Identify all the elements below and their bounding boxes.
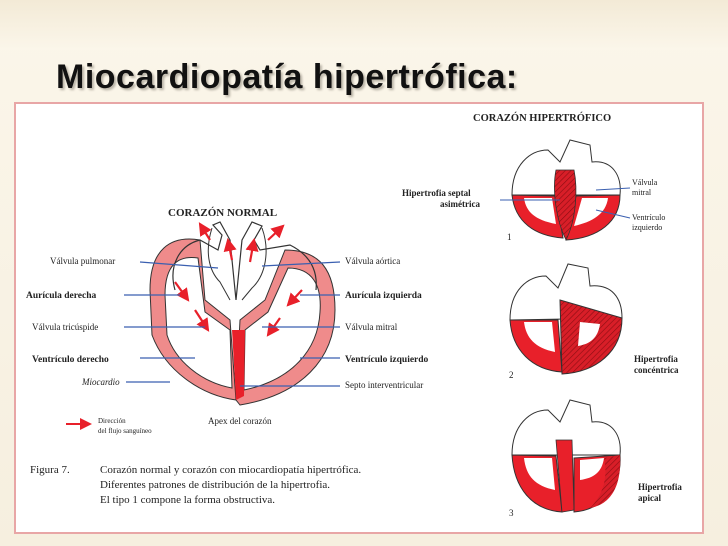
- panel3-rv-cavity: [524, 458, 555, 490]
- label-valvula-pulmonar: Válvula pulmonar: [50, 256, 115, 266]
- label-apex: Apex del corazón: [208, 416, 272, 426]
- label-ventriculo-derecho: Ventrículo derecho: [32, 355, 109, 365]
- label-auricula-izquierda: Aurícula izquierda: [345, 291, 422, 301]
- panel2-atria: [509, 263, 623, 321]
- caption-figure: Figura 7.: [30, 464, 70, 476]
- panel1-label-valvula: Válvula: [632, 178, 658, 187]
- normal-heart-title: CORAZÓN NORMAL: [168, 207, 277, 219]
- panel2-number: 2: [509, 370, 514, 380]
- hypertrophic-panel-3: 3 Hipertrofia apical: [509, 399, 682, 518]
- panel1-label-septal-1: Hipertrofia septal: [402, 188, 471, 198]
- panel3-apical-thickening: [590, 455, 621, 508]
- atria-outline: [172, 221, 317, 301]
- panel1-atria: [511, 139, 621, 196]
- normal-right-labels: Válvula aórtica Aurícula izquierda Válvu…: [345, 256, 429, 390]
- label-septo-interventricular: Septo interventricular: [345, 380, 423, 390]
- caption-line-1: Corazón normal y corazón con miocardiopa…: [100, 464, 361, 476]
- interventricular-septum: [232, 330, 245, 400]
- label-valvula-mitral: Válvula mitral: [345, 322, 398, 332]
- panel1-lv-cavity: [574, 198, 608, 226]
- legend-text-2: del flujo sanguíneo: [98, 427, 152, 435]
- label-valvula-aortica: Válvula aórtica: [345, 256, 400, 266]
- normal-right-pointers: [240, 261, 341, 387]
- caption-line-2: Diferentes patrones de distribución de l…: [100, 479, 330, 491]
- panel1-label-izquierdo: izquierdo: [632, 223, 662, 232]
- label-ventriculo-izquierdo: Ventrículo izquierdo: [345, 355, 429, 365]
- panel1-number: 1: [507, 232, 512, 242]
- panel3-lv-cavity: [580, 458, 604, 480]
- panel1-pointers-right: [595, 187, 631, 219]
- panel2-label-1: Hipertrofia: [634, 354, 678, 364]
- label-valvula-tricuspide: Válvula tricúspide: [32, 322, 98, 332]
- caption-line-3: El tipo 1 compone la forma obstructiva.: [100, 494, 275, 506]
- hypertrophic-panel-1: 1 Hipertrofia septal asimétrica Válvula …: [402, 139, 665, 242]
- slide-title: Miocardiopatía hipertrófica:: [56, 58, 518, 96]
- hypertrophic-title: CORAZÓN HIPERTRÓFICO: [473, 112, 611, 124]
- panel1-label-mitral: mitral: [632, 188, 652, 197]
- slide-top-band: [0, 0, 728, 50]
- panel3-number: 3: [509, 508, 514, 518]
- panel1-thick-septum: [554, 169, 577, 241]
- label-miocardio: Miocardio: [81, 377, 120, 387]
- panel1-label-septal-2: asimétrica: [440, 199, 480, 209]
- label-auricula-derecha: Aurícula derecha: [26, 291, 97, 301]
- panel3-atria: [511, 399, 621, 456]
- legend-text-1: Dirección: [98, 417, 126, 425]
- panel2-label-2: concéntrica: [634, 365, 679, 375]
- panel1-label-ventriculo: Ventrículo: [632, 213, 665, 222]
- panel2-lv-cavity: [578, 322, 600, 346]
- panel2-rv-cavity: [524, 322, 555, 352]
- hypertrophic-panel-2: 2 Hipertrofia concéntrica: [509, 263, 679, 380]
- normal-heart: CORAZÓN NORMAL Válvula pulmonar Aurícula…: [26, 207, 429, 435]
- panel3-label-1: Hipertrofia: [638, 482, 682, 492]
- left-ventricle-cavity: [243, 267, 321, 391]
- normal-left-labels: Válvula pulmonar Aurícula derecha Válvul…: [26, 256, 120, 387]
- figure-caption: Figura 7. Corazón normal y corazón con m…: [30, 464, 361, 506]
- normal-left-pointers: [124, 261, 219, 383]
- panel1-rv-cavity: [524, 198, 556, 224]
- panel3-label-2: apical: [638, 493, 662, 503]
